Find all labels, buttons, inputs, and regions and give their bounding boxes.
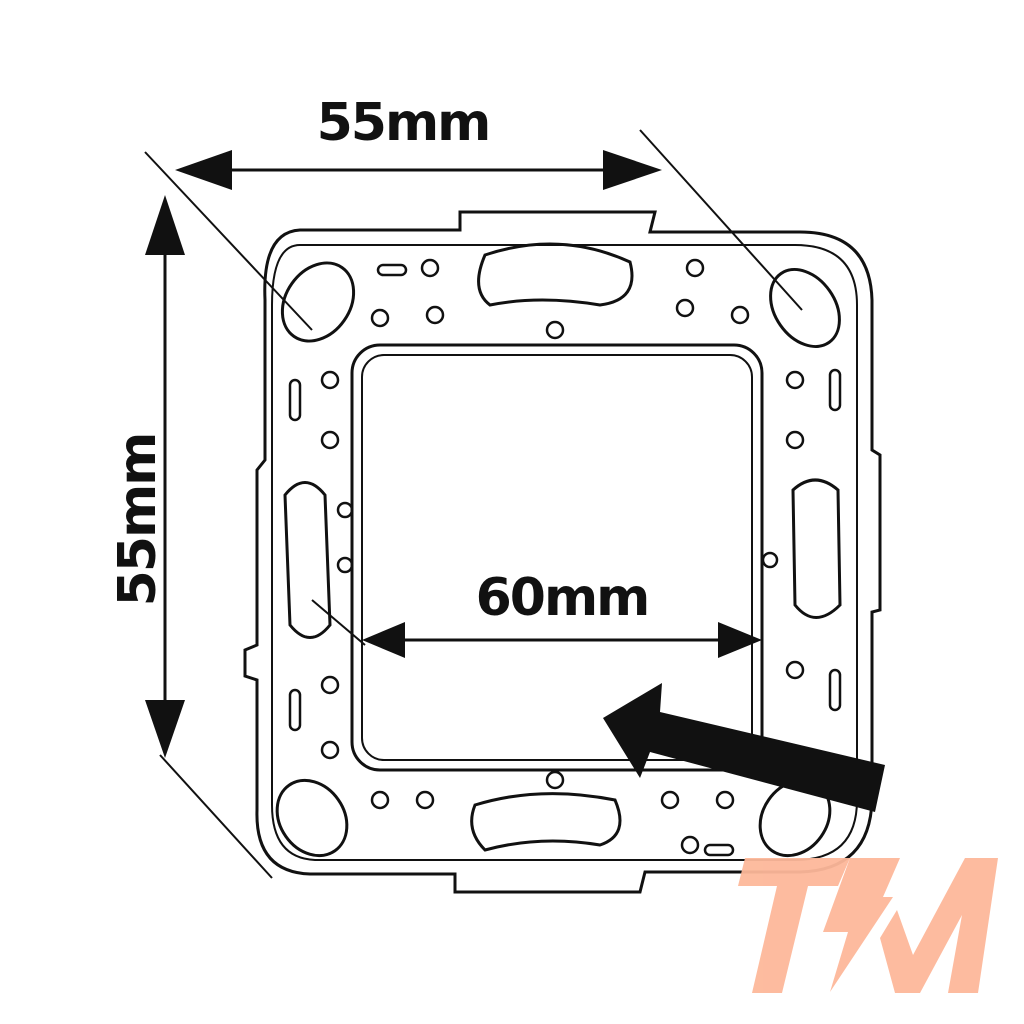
left-height-label: 55mm xyxy=(108,434,168,607)
dimension-arrowheads xyxy=(145,150,885,812)
bottom-slot xyxy=(470,792,622,852)
arrowhead-icon xyxy=(362,622,405,658)
extension-line xyxy=(159,754,273,879)
dimension-lines xyxy=(144,129,803,879)
corner-screw-oval xyxy=(280,261,356,343)
arrowhead-icon xyxy=(145,195,185,255)
extension-line xyxy=(639,129,803,311)
inner-window xyxy=(350,343,764,772)
corner-screw-oval xyxy=(769,268,841,348)
left-slot xyxy=(283,481,332,639)
mounting-holes xyxy=(288,258,842,857)
arrowhead-icon xyxy=(718,622,762,658)
arrowhead-icon xyxy=(145,700,185,758)
tm-logo xyxy=(738,858,998,993)
extension-line xyxy=(144,151,313,331)
right-slot xyxy=(791,478,842,619)
corner-screw-oval xyxy=(275,778,349,858)
top-slot xyxy=(477,242,634,307)
inner-width-label: 60mm xyxy=(476,568,649,628)
arrowhead-icon xyxy=(175,150,232,190)
pointer-arrow-icon xyxy=(603,683,885,812)
frame xyxy=(243,210,882,894)
extension-line xyxy=(311,599,366,646)
top-width-label: 55mm xyxy=(317,93,490,153)
lightning-bolt-icon xyxy=(823,858,900,992)
arrowhead-icon xyxy=(603,150,662,190)
